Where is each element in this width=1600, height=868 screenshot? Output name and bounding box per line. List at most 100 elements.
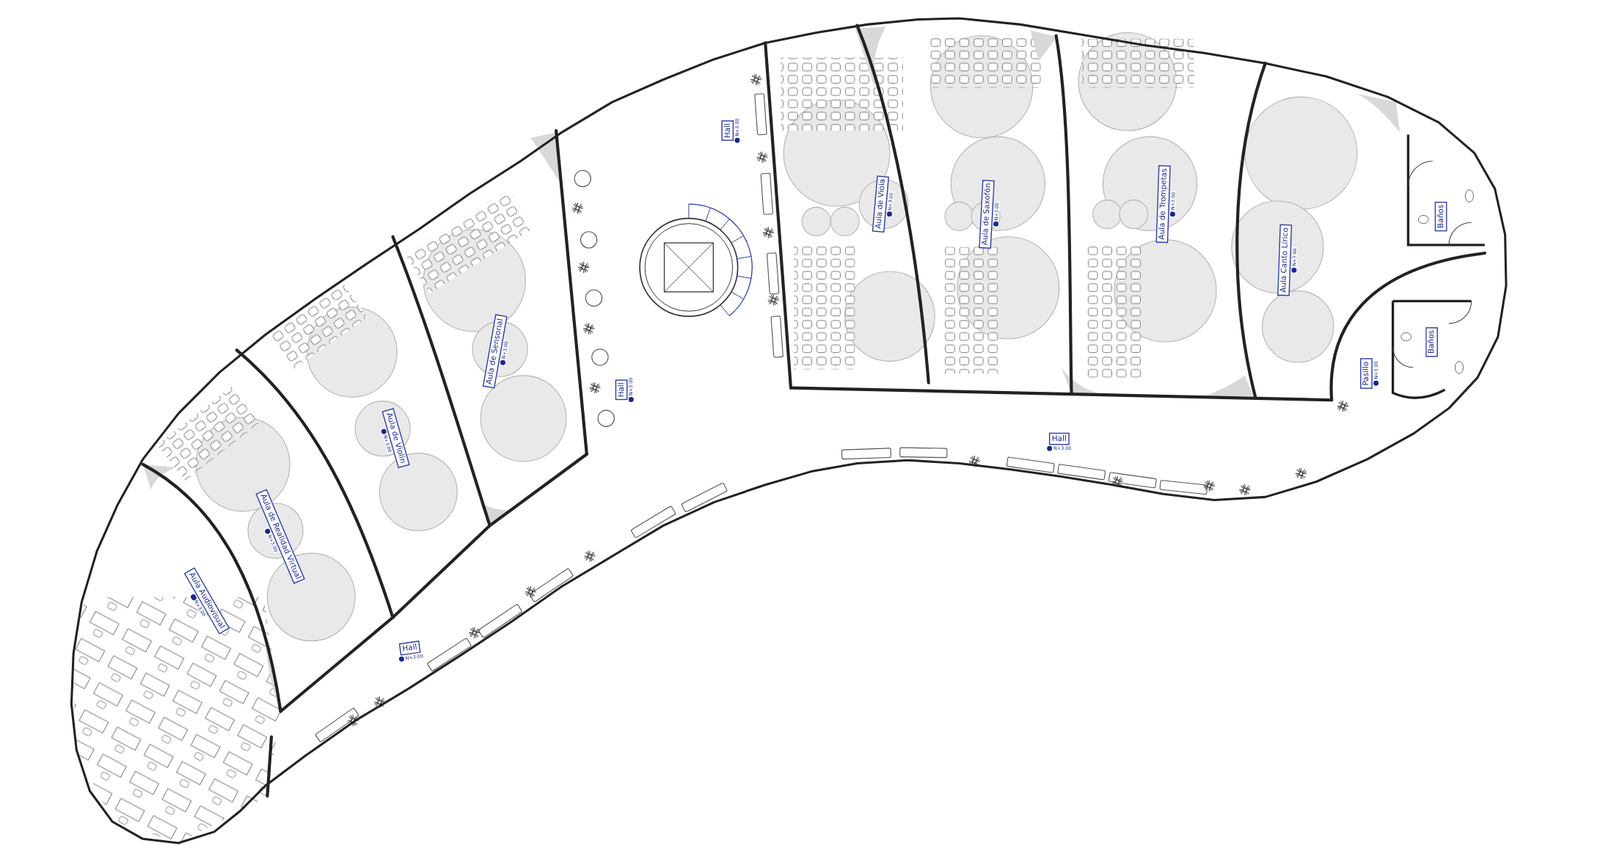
room-label: Aula Audiovisual — [184, 567, 230, 634]
room-outline-shape — [1056, 35, 1266, 397]
fixtures — [1401, 190, 1474, 374]
room-label: Aula de Saxofón — [978, 179, 995, 249]
level-text: N+3.00 — [1373, 360, 1379, 379]
room-outline-shape — [71, 464, 281, 843]
room-label: Pasillo — [1360, 358, 1372, 389]
room-tag: Aula de Realidad VirtualN+3.00 — [250, 488, 306, 587]
room-label: Hall — [1048, 432, 1070, 445]
interior-walls — [1331, 253, 1485, 400]
room-outline — [393, 130, 587, 526]
room-area: Aula de Realidad VirtualN+3.00 — [143, 349, 394, 711]
hall-tables — [597, 410, 615, 427]
hall-sofas — [900, 447, 948, 458]
hall-sofas — [841, 448, 891, 460]
door-swings — [1407, 161, 1433, 186]
level-symbol — [398, 655, 405, 662]
plants — [525, 586, 537, 598]
interior-walls — [280, 454, 587, 712]
fixtures — [1465, 190, 1474, 203]
room-label: Hall — [721, 120, 733, 142]
fixtures — [1454, 360, 1463, 374]
level-text: N+3.00 — [628, 377, 634, 396]
plants — [583, 550, 595, 562]
hall-tag: HallN+3.00 — [721, 117, 740, 144]
corner-fillets — [1061, 367, 1101, 394]
interior-walls — [143, 25, 1485, 796]
plants — [750, 74, 762, 86]
spiral-stair — [639, 203, 752, 317]
level-mark: N+3.00 — [734, 117, 740, 144]
spiral-stair — [664, 242, 714, 292]
plants — [1295, 468, 1307, 480]
hall-tables — [585, 289, 602, 306]
spiral-stair — [664, 242, 714, 292]
hall-tag: PasilloN+3.00 — [1360, 358, 1379, 389]
level-symbol — [1373, 380, 1379, 386]
hall-sofas — [315, 93, 1208, 743]
room-outline-shape — [1229, 63, 1407, 398]
room-tag: Aula de TrompetasN+3.00 — [1155, 165, 1177, 244]
plants — [347, 74, 1350, 727]
spiral-stair — [644, 223, 733, 312]
plants — [572, 202, 584, 214]
spiral-stair — [639, 218, 739, 317]
room-area: Aula de TrompetasN+3.00 — [1056, 35, 1266, 397]
plants — [1203, 479, 1215, 491]
level-symbol — [1046, 446, 1052, 452]
plants — [1337, 400, 1349, 412]
corner-fillets — [1203, 375, 1254, 397]
chair-rows — [928, 34, 1041, 88]
level-symbol — [993, 221, 1000, 228]
interior-walls — [267, 736, 272, 796]
room-tag: Baños — [1425, 327, 1438, 358]
furniture-circles — [830, 206, 860, 236]
hall-sofas — [315, 707, 360, 743]
level-text: N+3.00 — [734, 118, 740, 136]
spiral-stair — [688, 203, 752, 316]
room-outline — [765, 25, 929, 389]
room-tag: Aula de SaxofónN+3.00 — [978, 179, 1001, 250]
corner-fillets — [530, 132, 560, 182]
room-outline — [236, 236, 491, 618]
building-outline — [71, 18, 1507, 843]
level-mark: N+3.00 — [1170, 190, 1176, 218]
chair-rows — [60, 597, 286, 863]
plants — [762, 226, 774, 238]
room-area: Aula de ViolínN+3.00 — [236, 236, 491, 618]
room-area: Aula de ViolaN+3.00 — [765, 25, 929, 389]
room-area: Aula Canto LíricoN+3.00 — [1229, 63, 1407, 398]
hall-sofas — [478, 603, 523, 638]
level-text: N+3.00 — [993, 202, 1000, 221]
furniture-circles — [195, 33, 1358, 642]
hall-sofas — [426, 638, 471, 672]
room-outline-shape — [143, 349, 394, 711]
room-label: Aula Canto Lírico — [1277, 224, 1292, 297]
furniture-circles — [944, 201, 974, 231]
plants — [768, 294, 780, 306]
interior-walls — [556, 130, 587, 455]
room-tag: Baños — [1434, 201, 1447, 232]
chair-rows — [780, 57, 904, 131]
level-symbol — [1291, 267, 1297, 273]
hall-sofas — [528, 568, 573, 603]
room-label: Aula de Realidad Virtual — [256, 488, 306, 584]
plants — [583, 322, 595, 334]
chair-rows — [941, 247, 999, 374]
interior-walls — [856, 25, 929, 383]
spiral-stair — [688, 203, 752, 316]
chair-rows — [265, 279, 367, 370]
room-area: Baños — [1393, 300, 1470, 396]
plants — [756, 151, 768, 163]
door-swings — [1448, 222, 1472, 246]
level-symbol — [734, 137, 740, 143]
level-text: N+3.00 — [1170, 192, 1176, 211]
room-tag: Aula de ViolaN+3.00 — [872, 175, 896, 234]
plants — [589, 382, 601, 394]
plants — [468, 627, 480, 639]
furniture-circles — [1093, 200, 1122, 229]
room-outline-shape — [1393, 300, 1470, 396]
room-label: Aula de Trompetas — [1155, 165, 1171, 244]
room-label: Hall — [615, 379, 628, 401]
level-text: N+3.00 — [1053, 446, 1072, 452]
